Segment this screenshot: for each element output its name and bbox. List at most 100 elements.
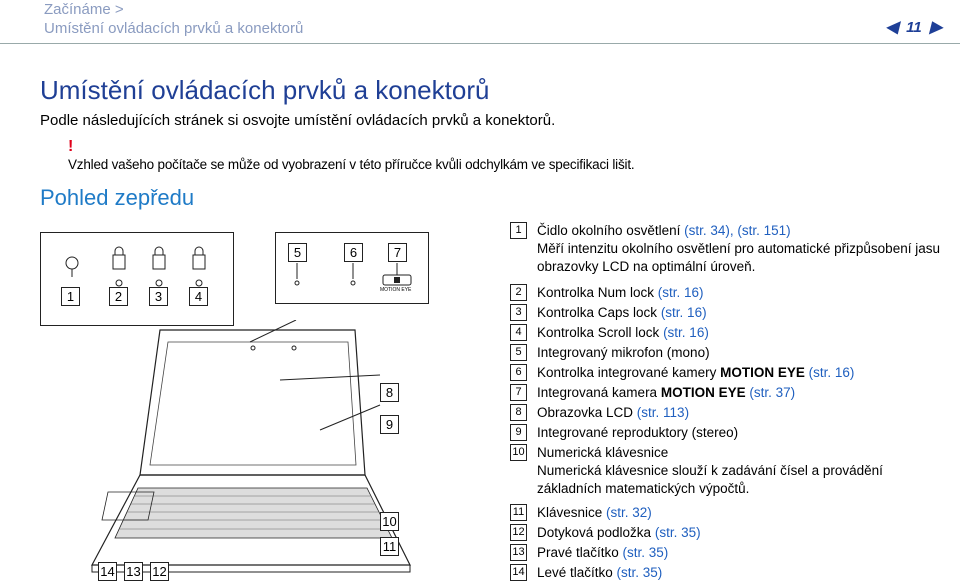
legend-number: 8 — [510, 404, 527, 421]
legend-label: Numerická klávesnice — [537, 445, 669, 460]
legend-text: Obrazovka LCD (str. 113) — [537, 404, 689, 422]
legend-number: 14 — [510, 564, 527, 581]
legend-item: 7 Integrovaná kamera MOTION EYE (str. 37) — [510, 384, 795, 402]
callout-5: 5 — [288, 243, 307, 262]
breadcrumb-parent[interactable]: Začínáme > — [44, 1, 124, 18]
legend-description: Měří intenzitu okolního osvětlení pro au… — [537, 241, 940, 274]
legend-number: 9 — [510, 424, 527, 441]
legend-number: 1 — [510, 222, 527, 239]
laptop-drawing — [91, 320, 411, 573]
legend-number: 6 — [510, 364, 527, 381]
callout-11: 11 — [380, 537, 399, 556]
legend-item: 2 Kontrolka Num lock (str. 16) — [510, 284, 704, 302]
legend-label: Integrovaný mikrofon (mono) — [537, 345, 710, 360]
legend-label: Dotyková podložka — [537, 525, 655, 540]
legend-label: Kontrolka integrované kamery — [537, 365, 721, 380]
callout-9: 9 — [380, 415, 399, 434]
callout-7: 7 — [388, 243, 407, 262]
legend-label: Kontrolka Num lock — [537, 285, 658, 300]
page-reference-link[interactable]: (str. 34), (str. 151) — [684, 223, 791, 238]
legend-label: Klávesnice — [537, 505, 607, 520]
warning-icon: ! — [68, 138, 74, 155]
prev-page-icon[interactable]: ◀ — [885, 19, 899, 36]
callout-4: 4 — [189, 287, 208, 306]
legend-item: 11 Klávesnice (str. 32) — [510, 504, 652, 522]
legend-item: 9 Integrované reproduktory (stereo) — [510, 424, 738, 442]
indicator-icons — [65, 246, 206, 287]
legend-label: Integrovaná kamera — [537, 385, 661, 400]
callout-14: 14 — [98, 562, 117, 581]
page-reference-link[interactable]: (str. 16) — [657, 285, 704, 300]
callout-2: 2 — [109, 287, 128, 306]
callout-3: 3 — [149, 287, 168, 306]
legend-item: 4 Kontrolka Scroll lock (str. 16) — [510, 324, 709, 342]
legend-text: Čidlo okolního osvětlení (str. 34), (str… — [537, 222, 950, 276]
legend-label: Pravé tlačítko — [537, 545, 623, 560]
page-reference-link[interactable]: (str. 35) — [622, 545, 669, 560]
legend-number: 10 — [510, 444, 527, 461]
legend-label: Obrazovka LCD — [537, 405, 637, 420]
legend-text: Integrovaný mikrofon (mono) — [537, 344, 710, 362]
legend-item: 12 Dotyková podložka (str. 35) — [510, 524, 701, 542]
page-reference-link[interactable]: (str. 32) — [606, 505, 652, 520]
callout-10: 10 — [380, 512, 399, 531]
page-reference-link[interactable]: (str. 16) — [663, 325, 709, 340]
page-reference-link[interactable]: (str. 16) — [660, 305, 707, 320]
legend-bold: MOTION EYE — [660, 385, 746, 400]
legend-number: 11 — [510, 504, 527, 521]
next-page-icon[interactable]: ▶ — [929, 19, 942, 36]
legend-number: 12 — [510, 524, 527, 541]
page-title: Umístění ovládacích prvků a konektorů — [40, 75, 490, 105]
legend-label: Levé tlačítko — [537, 565, 617, 580]
indicator-detail-box: 1 2 3 4 — [40, 232, 234, 326]
legend-text: Kontrolka Num lock (str. 16) — [537, 284, 704, 302]
section-title: Pohled zepředu — [40, 185, 195, 210]
camera-icons — [294, 263, 412, 286]
legend-item: 8 Obrazovka LCD (str. 113) — [510, 404, 689, 422]
legend-label: Kontrolka Scroll lock — [537, 325, 664, 340]
legend-label: Čidlo okolního osvětlení — [537, 223, 685, 238]
legend-text: Kontrolka Caps lock (str. 16) — [537, 304, 707, 322]
breadcrumb[interactable]: Začínáme > Umístění ovládacích prvků a k… — [44, 0, 303, 38]
legend-number: 3 — [510, 304, 527, 321]
page-number: 11 — [906, 18, 922, 36]
laptop-figure: 1 2 3 4 5 6 7 MOTION EYE — [40, 232, 429, 581]
legend-text: Pravé tlačítko (str. 35) — [537, 544, 668, 562]
legend-text: Dotyková podložka (str. 35) — [537, 524, 701, 542]
callout-12: 12 — [150, 562, 169, 581]
legend-item: 14 Levé tlačítko (str. 35) — [510, 564, 662, 582]
legend-number: 2 — [510, 284, 527, 301]
page-reference-link[interactable]: (str. 113) — [636, 405, 690, 420]
legend-text: Integrovaná kamera MOTION EYE (str. 37) — [537, 384, 795, 402]
camera-label: MOTION EYE — [380, 287, 412, 293]
legend-text: Kontrolka Scroll lock (str. 16) — [537, 324, 709, 342]
legend-item: 3 Kontrolka Caps lock (str. 16) — [510, 304, 707, 322]
legend-label: Kontrolka Caps lock — [537, 305, 661, 320]
page-subtitle: Podle následujících stránek si osvojte u… — [40, 112, 556, 129]
legend-item: 13 Pravé tlačítko (str. 35) — [510, 544, 668, 562]
page-navigation: ◀ 11 ▶ — [886, 17, 942, 37]
callout-13: 13 — [124, 562, 143, 581]
legend-text: Klávesnice (str. 32) — [537, 504, 652, 522]
camera-detail-box: 5 6 7 MOTION EYE — [275, 232, 429, 304]
legend-item: 6 Kontrolka integrované kamery MOTION EYE… — [510, 364, 854, 382]
legend-item: 5 Integrovaný mikrofon (mono) — [510, 344, 710, 362]
legend-number: 5 — [510, 344, 527, 361]
legend-item: 1 Čidlo okolního osvětlení (str. 34), (st… — [510, 222, 950, 276]
breadcrumb-current: Umístění ovládacích prvků a konektorů — [44, 20, 304, 37]
legend-bold: MOTION EYE — [720, 365, 805, 380]
legend-number: 7 — [510, 384, 527, 401]
legend-description: Numerická klávesnice slouží k zadávání č… — [537, 463, 883, 496]
callout-1: 1 — [61, 287, 80, 306]
page-reference-link[interactable]: (str. 35) — [654, 525, 701, 540]
header-divider — [0, 43, 960, 44]
legend-number: 4 — [510, 324, 527, 341]
page-reference-link[interactable]: (str. 37) — [745, 385, 796, 400]
page-reference-link[interactable]: (str. 16) — [804, 365, 855, 380]
legend-number: 13 — [510, 544, 527, 561]
page-reference-link[interactable]: (str. 35) — [616, 565, 663, 580]
legend-text: Integrované reproduktory (stereo) — [537, 424, 738, 442]
warning-text: Vzhled vašeho počítače se může od vyobra… — [68, 157, 635, 172]
callout-8: 8 — [380, 383, 399, 402]
